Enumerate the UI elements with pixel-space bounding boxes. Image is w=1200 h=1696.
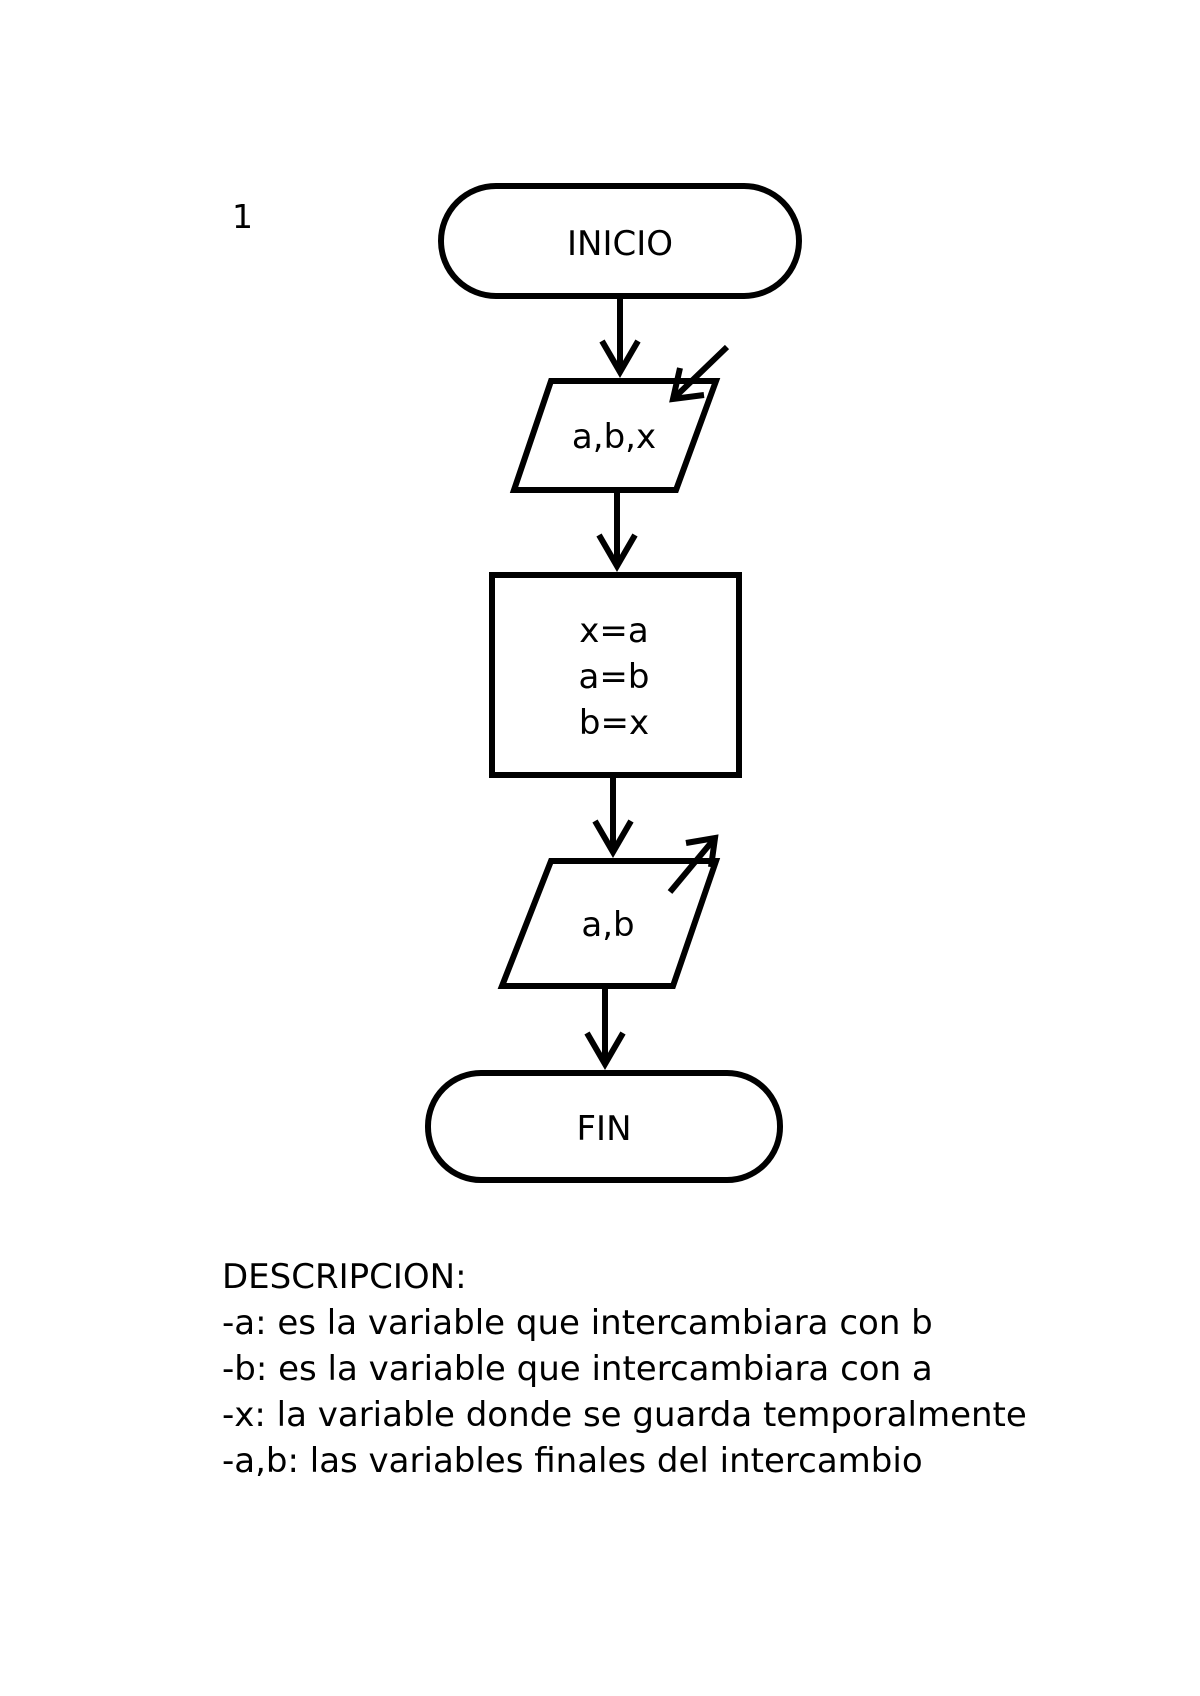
process-line: a=b [579,657,650,697]
description-line: -x: la variable donde se guarda temporal… [222,1395,1027,1435]
connector-input-to-process [596,490,638,572]
start-terminal-label: INICIO [567,224,673,264]
end-terminal-label: FIN [576,1109,631,1149]
output-indicator-arrow [667,834,719,894]
process-line: x=a [579,611,648,651]
input-indicator-arrow [669,344,730,403]
end-terminal [425,1070,783,1183]
description-line: -b: es la variable que intercambiara con… [222,1349,933,1389]
input-parallelogram [509,378,721,493]
connector-output-to-end [584,986,626,1070]
description-block: DESCRIPCION: -a: es la variable que inte… [222,1254,1027,1484]
description-heading: DESCRIPCION: [222,1257,467,1297]
description-line: -a: es la variable que intercambiara con… [222,1303,933,1343]
connector-process-to-output [592,775,634,858]
input-parallelogram-label: a,b,x [572,417,656,457]
process-box [489,572,742,778]
process-line: b=x [579,703,649,743]
description-line: -a,b: las variables finales del intercam… [222,1441,923,1481]
page-number: 1 [232,197,253,236]
output-parallelogram-label: a,b [581,905,634,945]
connector-start-to-input [599,296,641,378]
output-parallelogram [497,858,721,989]
